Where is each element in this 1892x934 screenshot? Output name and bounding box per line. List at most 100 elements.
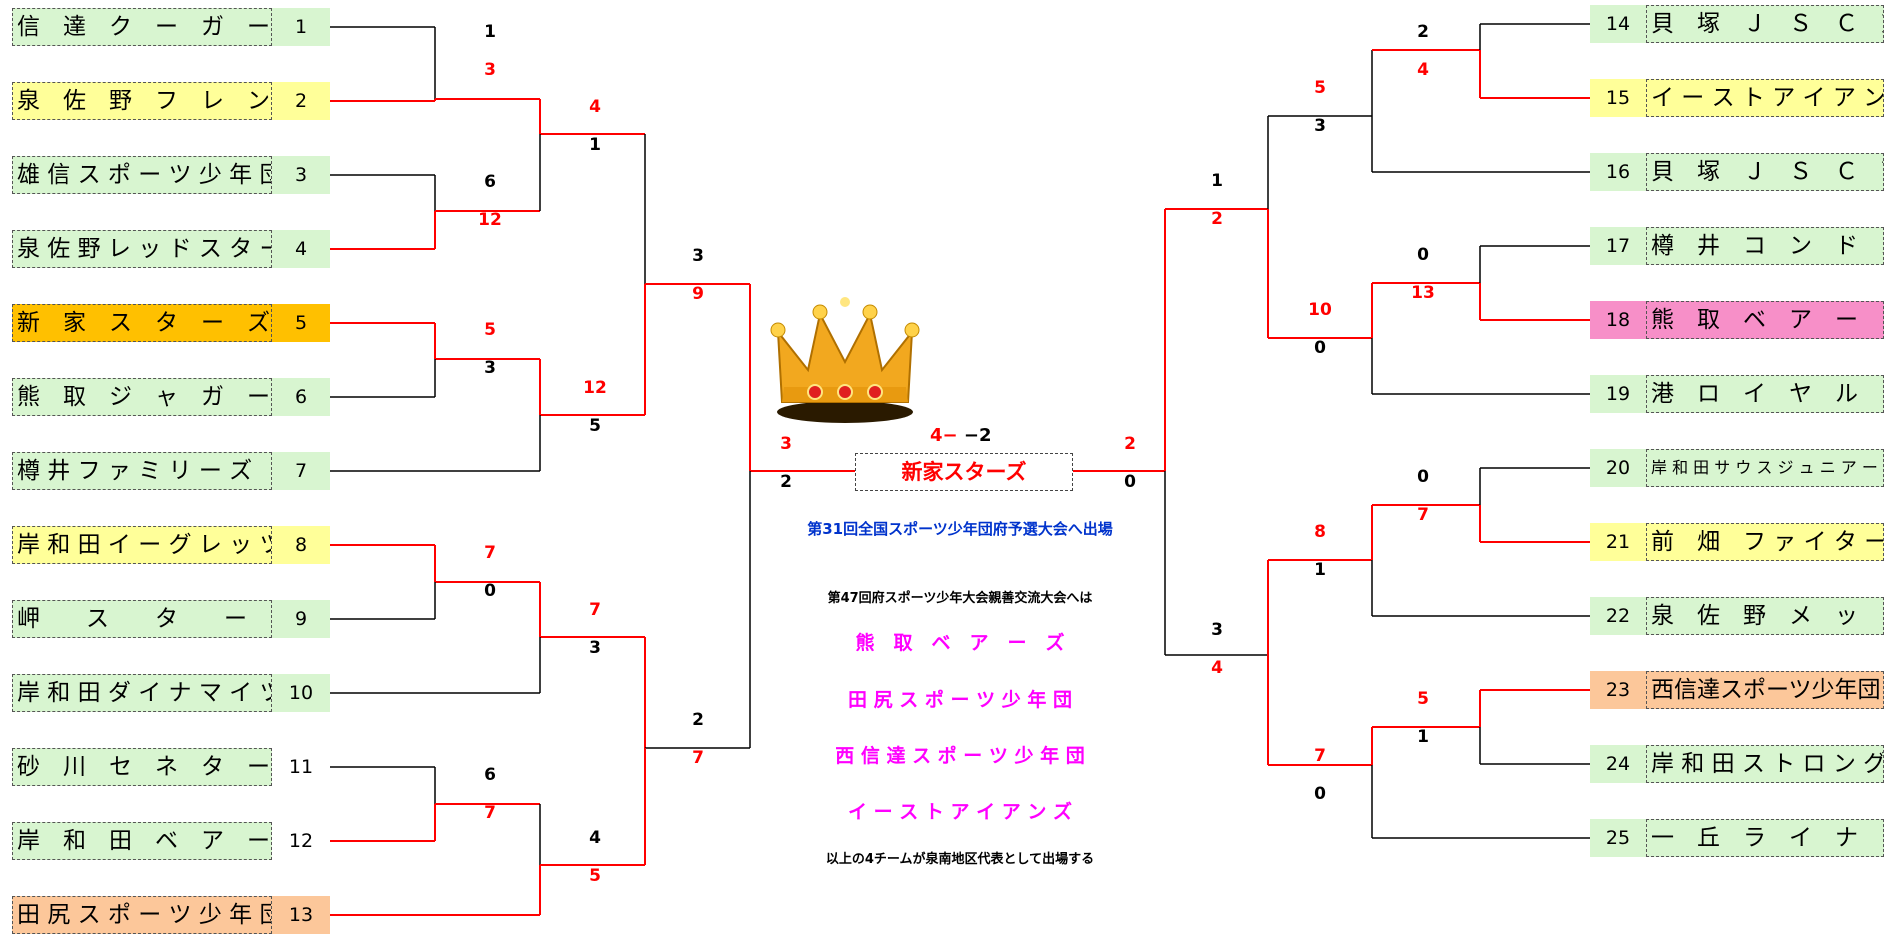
final-left-score: 4 [930, 425, 943, 446]
score-label: 7 [589, 600, 601, 620]
score-label: 1 [1417, 727, 1429, 747]
team-seed-right: 23 [1590, 671, 1646, 709]
score-label: 0 [484, 581, 496, 601]
final-right-score: 2 [979, 425, 992, 446]
score-label: 2 [780, 472, 792, 492]
team-seed-left: 11 [288, 756, 314, 778]
team-seed-left: 6 [272, 378, 330, 416]
team-seed-right: 24 [1590, 745, 1646, 783]
team-seed-left: 4 [272, 230, 330, 268]
team-seed-right: 14 [1590, 5, 1646, 43]
team-seed-right: 15 [1590, 79, 1646, 117]
score-label: 12 [478, 210, 502, 230]
score-label: 5 [1417, 689, 1429, 709]
score-label: 0 [1124, 472, 1136, 492]
score-label: 7 [692, 748, 704, 768]
final-dash: − [942, 425, 958, 446]
team-name-right: イ ー ス ト ア イ ア ン ズ [1646, 79, 1884, 117]
team-name-left: 信 達 ク ー ガ ー ズ [12, 8, 272, 46]
score-label: 9 [692, 284, 704, 304]
team-seed-left: 3 [272, 156, 330, 194]
team-name-right: 泉 佐 野 メ ッ ツ [1646, 597, 1884, 635]
champion-box: 新家スターズ [855, 453, 1073, 491]
team-seed-left: 10 [272, 674, 330, 712]
team-seed-left: 5 [272, 304, 330, 342]
team-name-left: 泉 佐 野 フ レ ン ズ [12, 82, 272, 120]
score-label: 3 [1314, 116, 1326, 136]
score-label: 3 [589, 638, 601, 658]
team-name-right: 樽 井 コ ン ド ル [1646, 227, 1884, 265]
score-label: 3 [692, 246, 704, 266]
team-seed-right: 22 [1590, 597, 1646, 635]
team-seed-right: 21 [1590, 523, 1646, 561]
team-seed-left: 1 [272, 8, 330, 46]
score-label: 5 [589, 866, 601, 886]
team-name-right: 岸 和 田 サ ウ ス ジ ュ ニ ア ー ズ [1646, 449, 1884, 487]
team-name-right: 前 畑 フ ァ イ タ ー ズ [1646, 523, 1884, 561]
team-name-left: 岬 ス タ ー ズ [12, 600, 272, 638]
score-label: 3 [484, 358, 496, 378]
team-name-left: 熊 取 ジ ャ ガ ー ズ [12, 378, 272, 416]
team-name-left: 泉 佐 野 レ ッ ド ス タ ー ズ [12, 230, 272, 268]
qualify-note: 第31回全国スポーツ少年団府予選大会へ出場 [807, 520, 1113, 538]
score-label: 1 [1314, 560, 1326, 580]
representative-team-1: 熊 取 ベ ア ー ズ [855, 632, 1065, 654]
score-label: 1 [589, 135, 601, 155]
score-label: 4 [1417, 60, 1429, 80]
team-name-right: 熊 取 ベ ア ー ズ [1646, 301, 1884, 339]
score-label: 0 [1314, 784, 1326, 804]
score-label: 0 [1314, 338, 1326, 358]
team-seed-left: 2 [272, 82, 330, 120]
score-label: 12 [583, 378, 607, 398]
team-name-right: 貝 塚 Ｊ Ｓ Ｃ 西 地 区 [1646, 153, 1884, 191]
team-seed-left: 13 [272, 896, 330, 934]
score-label: 7 [1314, 746, 1326, 766]
team-name-left: 砂 川 セ ネ タ ー ズ [12, 748, 272, 786]
score-label: 5 [484, 320, 496, 340]
footer-note: 以上の4チームが泉南地区代表として出場する [825, 852, 1095, 867]
score-label: 2 [692, 710, 704, 730]
representative-team-2: 田 尻 ス ポ ー ツ 少 年 団 [848, 689, 1072, 711]
team-seed-left: 7 [272, 452, 330, 490]
team-seed-left: 8 [272, 526, 330, 564]
score-label: 13 [1411, 283, 1435, 303]
representative-team-3: 西 信 達 ス ポ ー ツ 少 年 団 [835, 745, 1085, 767]
team-seed-right: 17 [1590, 227, 1646, 265]
score-label: 6 [484, 765, 496, 785]
team-name-right: 一 丘 ラ イ ナ ー ズ [1646, 819, 1884, 857]
team-name-right: 西信達スポーツ少年団 [1646, 671, 1884, 709]
representative-team-4: イ ー ス ト ア イ ア ン ズ [848, 801, 1072, 823]
score-label: 0 [1417, 245, 1429, 265]
team-seed-right: 19 [1590, 375, 1646, 413]
score-label: 2 [1417, 22, 1429, 42]
score-label: 4 [589, 828, 601, 848]
score-label: 7 [484, 803, 496, 823]
score-label: 3 [780, 434, 792, 454]
score-label: 2 [1211, 209, 1223, 229]
team-seed-left: 9 [272, 600, 330, 638]
score-label: 4 [1211, 658, 1223, 678]
score-label: 4 [589, 97, 601, 117]
score-label: 5 [589, 416, 601, 436]
score-label: 0 [1417, 467, 1429, 487]
team-name-right: 港 ロ イ ヤ ル ズ [1646, 375, 1884, 413]
score-label: 7 [1417, 505, 1429, 525]
team-seed-right: 20 [1590, 449, 1646, 487]
crown-icon [770, 297, 920, 423]
score-label: 1 [1211, 171, 1223, 191]
team-name-left: 岸 和 田 ダ イ ナ マ イ ツ [12, 674, 272, 712]
team-seed-left: 12 [288, 830, 314, 852]
final-dash-2: − [963, 425, 979, 446]
score-label: 8 [1314, 522, 1326, 542]
team-name-left: 新 家 ス タ ー ズ [12, 304, 272, 342]
score-label: 6 [484, 172, 496, 192]
score-label: 3 [1211, 620, 1223, 640]
team-name-left: 田 尻 ス ポ ー ツ 少 年 団 [12, 896, 272, 934]
team-name-right: 貝 塚 Ｊ Ｓ Ｃ 東 地 区 [1646, 5, 1884, 43]
exchange-note: 第47回府スポーツ少年大会親善交流大会へは [827, 591, 1093, 606]
score-label: 5 [1314, 78, 1326, 98]
score-label: 3 [484, 60, 496, 80]
team-seed-right: 18 [1590, 301, 1646, 339]
